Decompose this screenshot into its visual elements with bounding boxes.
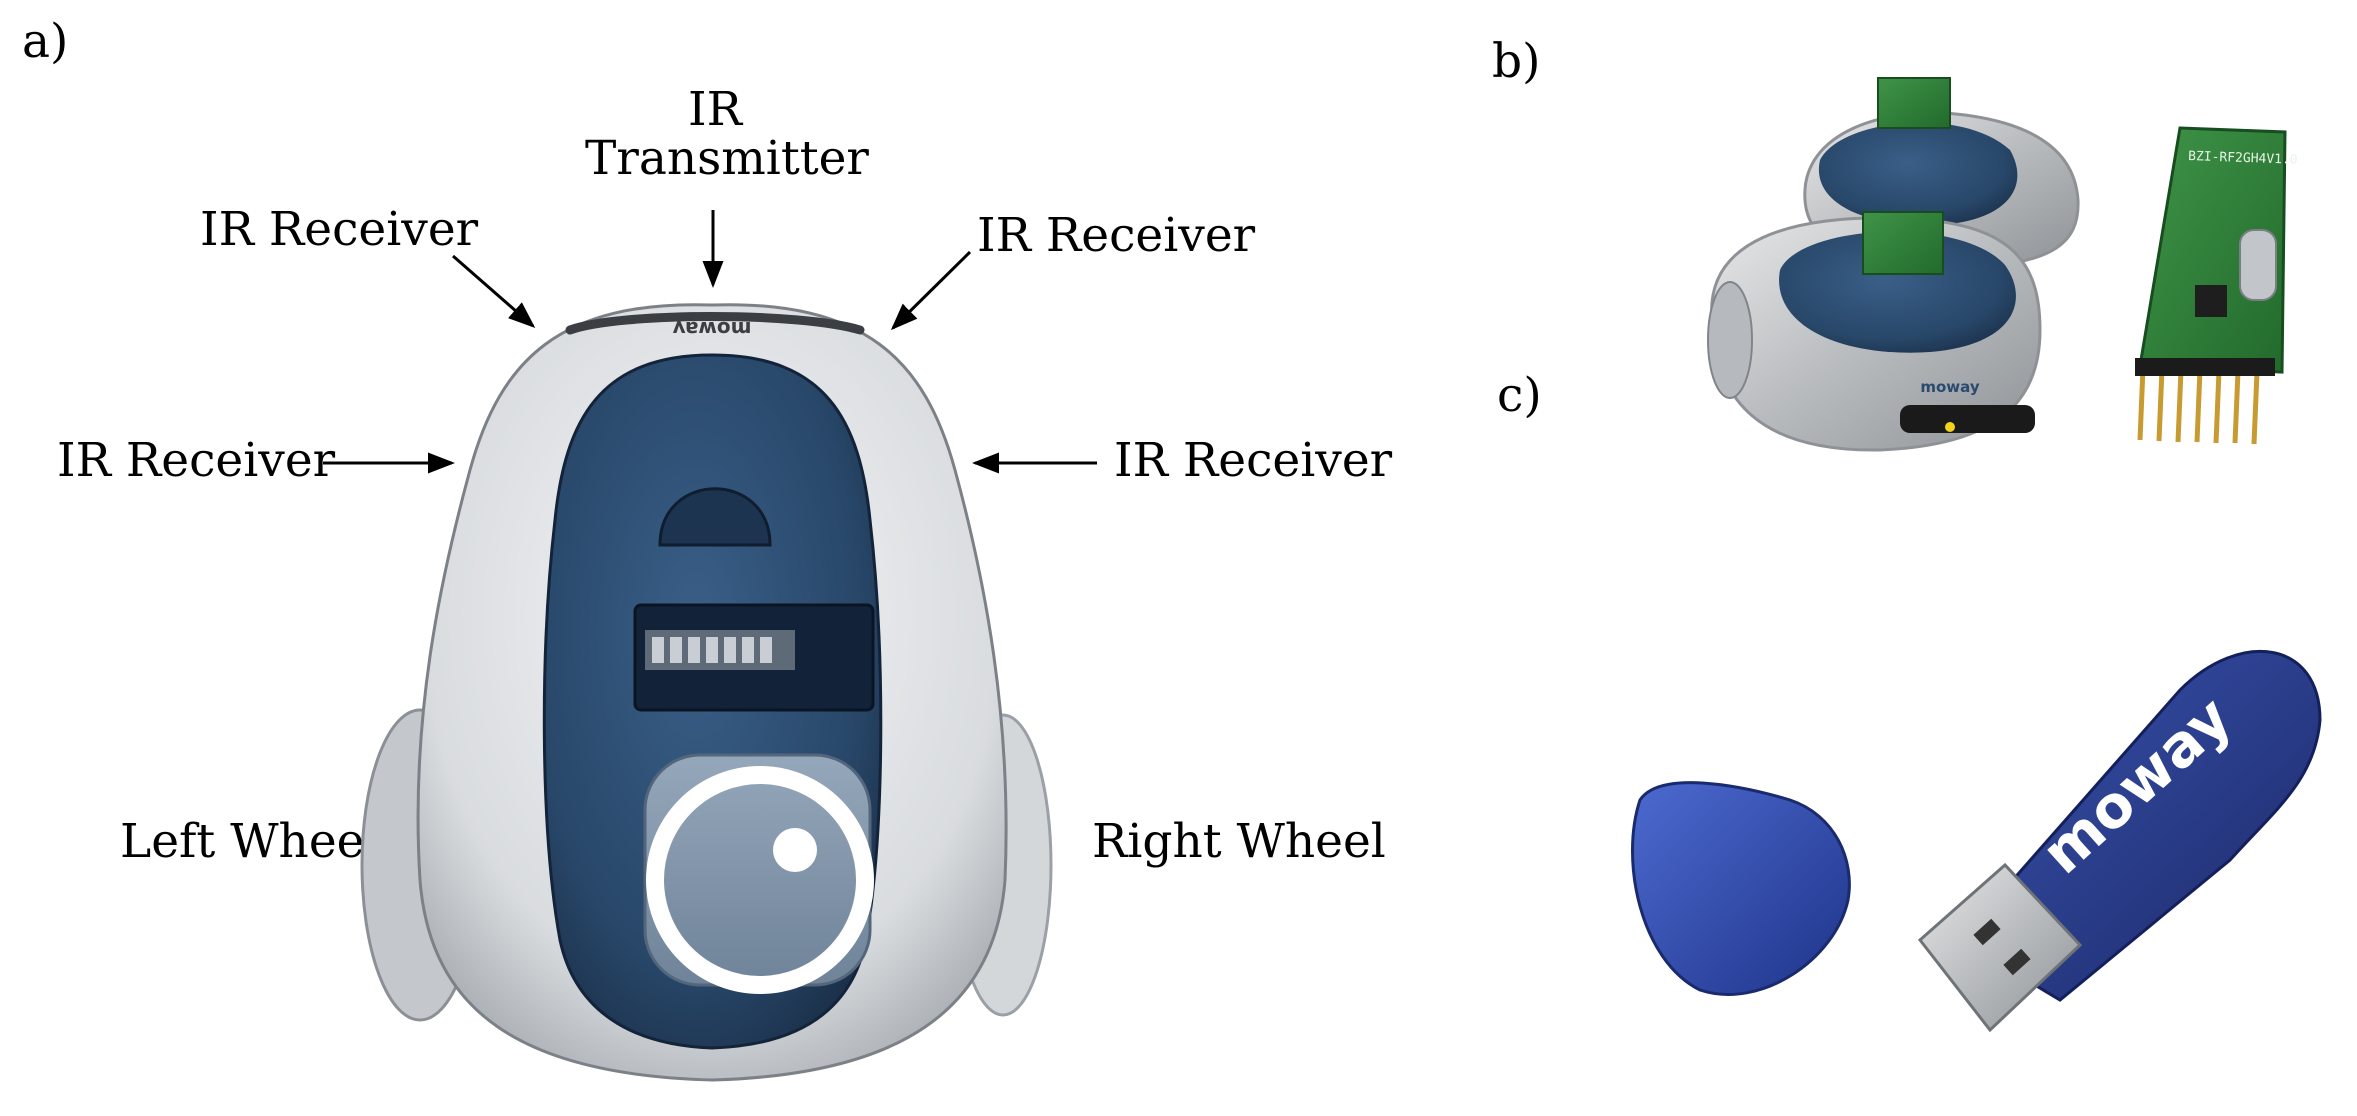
rf-chip	[2195, 285, 2227, 317]
eye-ring	[646, 766, 874, 994]
connector-pins	[652, 637, 772, 663]
arrow-ir-receiver-top-left	[452, 254, 536, 328]
rf-module-header	[2135, 358, 2275, 376]
front-robot-grille	[1900, 405, 2035, 433]
front-rf-module	[1862, 211, 1944, 275]
back-robot-body	[1818, 122, 2018, 226]
rf-crystal	[2239, 229, 2277, 301]
front-robot-led	[1945, 422, 1955, 432]
eye-pupil	[773, 828, 817, 872]
rf-module-label: BZI-RF2GH4V1.0	[2188, 149, 2298, 168]
ir-receiver-top-left-label: IR Receiver	[200, 202, 479, 257]
annotation-arrows	[323, 210, 1097, 474]
ir-transmitter-line1: IR	[688, 82, 742, 137]
ir-transmitter-line2: Transmitter	[585, 131, 869, 186]
rf-module-board	[2138, 126, 2287, 374]
arrow-ir-receiver-top-right	[890, 250, 972, 331]
ir-receiver-top-right-label: IR Receiver	[977, 208, 1256, 263]
ir-receiver-right-label: IR Receiver	[1114, 433, 1393, 488]
back-rf-module	[1877, 77, 1951, 129]
left-wheel-label: Left Wheel	[120, 814, 380, 869]
top-sensor-bump	[658, 487, 772, 547]
robot-top-view: moway	[360, 303, 1053, 1082]
usb-dongle: moway	[1631, 649, 2322, 1033]
expansion-connector	[645, 630, 795, 670]
robots-with-rf-modules: moway	[1707, 77, 2080, 452]
usb-plug	[1917, 862, 2083, 1033]
robot-top-logo: moway	[673, 317, 752, 341]
usb-cap	[1631, 781, 1851, 996]
front-robot-body	[1779, 231, 2016, 353]
usb-plug-hole-1	[1973, 918, 2001, 946]
usb-plug-hole-2	[2003, 948, 2031, 976]
ir-receiver-left-label: IR Receiver	[57, 433, 336, 488]
right-wheel-label: Right Wheel	[1092, 814, 1386, 869]
rf-module-pins	[2137, 367, 2260, 445]
panel-a-label: a)	[22, 14, 69, 69]
panel-c-label: c)	[1497, 368, 1542, 423]
panel-b-label: b)	[1492, 34, 1541, 89]
robot-top-rim	[565, 312, 865, 335]
front-robot-wheel	[1707, 281, 1753, 399]
robot-b-logo: moway	[1920, 378, 1979, 396]
rf-module: BZI-RF2GH4V1.0	[2135, 126, 2298, 445]
ir-transmitter-label: IR Transmitter	[585, 82, 869, 186]
